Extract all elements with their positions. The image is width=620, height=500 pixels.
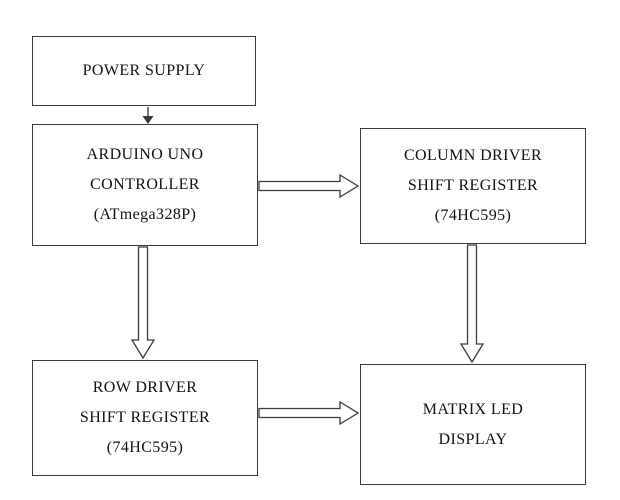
matrix-led-label-line2: DISPLAY (438, 430, 508, 448)
column-driver-to-matrix-arrow (459, 244, 485, 364)
matrix-led-label-line1: MATRIX LED (422, 400, 524, 418)
arduino-label-line2: CONTROLLER (90, 176, 200, 193)
arduino-label-line3: (ATmega328P) (93, 206, 197, 223)
row-driver-label-line1: ROW DRIVER (92, 379, 198, 396)
arduino-label-line1: ARDUINO UNO (86, 146, 204, 163)
power-supply-box: POWER SUPPLY (32, 36, 256, 106)
power-supply-label: POWER SUPPLY (82, 62, 206, 79)
column-driver-label-line1: COLUMN DRIVER (403, 147, 543, 164)
row-driver-label-line3: (74HC595) (106, 439, 184, 456)
column-driver-label-line3: (74HC595) (434, 207, 512, 224)
column-driver-box: COLUMN DRIVER SHIFT REGISTER (74HC595) (360, 128, 586, 244)
arduino-to-row-driver-arrow (130, 246, 156, 360)
power-to-arduino-arrow (142, 107, 154, 124)
matrix-led-display-box: MATRIX LED DISPLAY (360, 364, 586, 485)
row-driver-to-matrix-arrow (258, 400, 360, 426)
arduino-to-column-driver-arrow (258, 173, 360, 199)
arduino-controller-box: ARDUINO UNO CONTROLLER (ATmega328P) (32, 124, 258, 246)
column-driver-label-line2: SHIFT REGISTER (407, 177, 539, 194)
row-driver-box: ROW DRIVER SHIFT REGISTER (74HC595) (32, 360, 258, 476)
row-driver-label-line2: SHIFT REGISTER (79, 409, 211, 426)
